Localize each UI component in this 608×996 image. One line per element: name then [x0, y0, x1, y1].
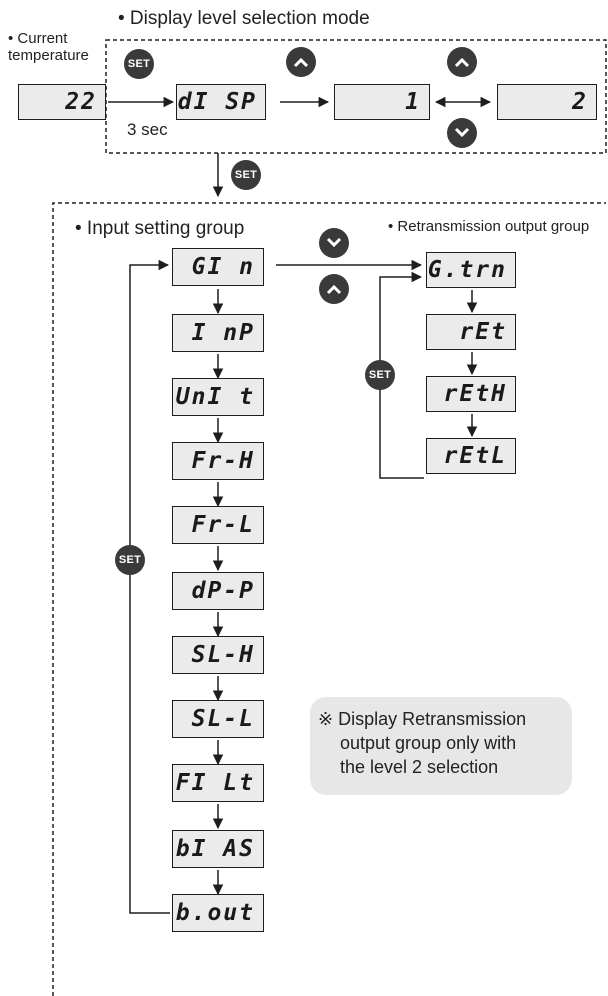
param-display-sl-l: SL-L: [172, 700, 264, 738]
current-temperature-display: 22: [18, 84, 106, 120]
param-display-retl: rEtL: [426, 438, 516, 474]
param-display-inp: I nP: [172, 314, 264, 352]
param-display-sl-h: SL-H: [172, 636, 264, 674]
set-button[interactable]: SET: [365, 360, 395, 390]
input-loop-arrow: [129, 259, 170, 914]
current-temperature-label: • Current temperature: [8, 30, 89, 64]
display-level-mode-title: • Display level selection mode: [118, 8, 370, 29]
level-2-display: 2: [497, 84, 597, 120]
set-button[interactable]: SET: [231, 160, 261, 190]
retransmission-group-title: • Retransmission output group: [388, 218, 590, 235]
up-chevron-icon: [293, 57, 309, 68]
set-button[interactable]: SET: [115, 545, 145, 575]
disp-display: dI SP: [176, 84, 266, 120]
param-display-fr-l: Fr-L: [172, 506, 264, 544]
down-chevron-icon: [454, 127, 470, 138]
param-display-bias: bI AS: [172, 830, 264, 868]
note-line: ※ Display Retransmission: [318, 709, 527, 729]
up-button[interactable]: [286, 47, 316, 77]
param-display-ret: rEt: [426, 314, 516, 350]
down-button[interactable]: [319, 228, 349, 258]
up-chevron-icon: [454, 57, 470, 68]
param-display-gin: GI n: [172, 248, 264, 286]
note-line: the level 2 selection: [340, 757, 499, 777]
three-sec-label: 3 sec: [127, 120, 168, 139]
param-display-unit: UnI t: [172, 378, 264, 416]
param-display-filt: FI Lt: [172, 764, 264, 802]
input-group-frame: [52, 202, 606, 996]
param-display-reth: rEtH: [426, 376, 516, 412]
up-button[interactable]: [319, 274, 349, 304]
note-line: output group only with: [340, 733, 517, 753]
param-display-dp-p: dP-P: [172, 572, 264, 610]
input-setting-group-title: • Input setting group: [75, 218, 245, 239]
param-display-fr-h: Fr-H: [172, 442, 264, 480]
note-box: ※ Display Retransmission output group on…: [310, 697, 572, 795]
down-chevron-icon: [326, 237, 342, 248]
display-level-frame: [105, 39, 607, 154]
down-button[interactable]: [447, 118, 477, 148]
param-display-gtrn: G.trn: [426, 252, 516, 288]
set-button[interactable]: SET: [124, 49, 154, 79]
up-chevron-icon: [326, 284, 342, 295]
level-1-display: 1: [334, 84, 430, 120]
param-display-bout: b.out: [172, 894, 264, 932]
up-button[interactable]: [447, 47, 477, 77]
